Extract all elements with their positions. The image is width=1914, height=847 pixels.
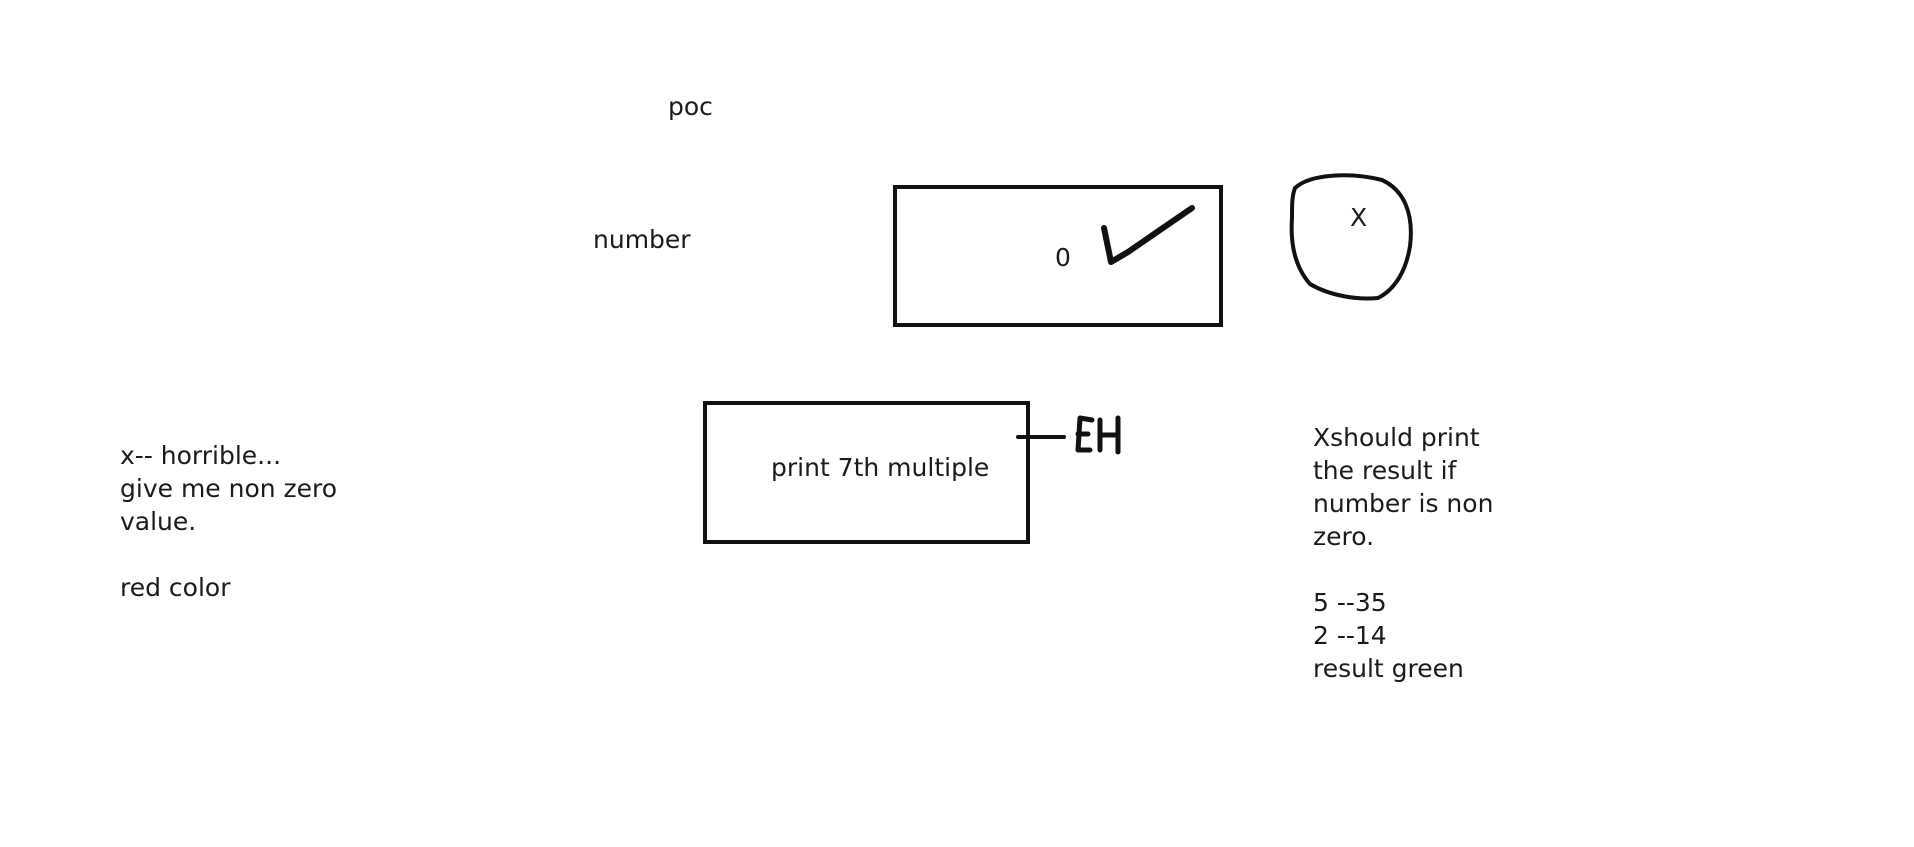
- number-input-value: 0: [1055, 243, 1071, 272]
- error-annotation: x-- horrible... give me non zero value. …: [120, 441, 338, 602]
- circle-x-icon[interactable]: [1289, 173, 1413, 301]
- clear-button-label: X: [1350, 203, 1368, 232]
- number-field-label: number: [593, 225, 691, 254]
- number-input[interactable]: 0: [893, 185, 1223, 327]
- print-7th-multiple-button[interactable]: print 7th multiple: [703, 401, 1030, 544]
- print-button-label: print 7th multiple: [771, 453, 990, 482]
- result-annotation: Xshould print the result if number is no…: [1313, 423, 1494, 683]
- page-title: poc: [668, 92, 713, 121]
- eh-handwritten-label: [1016, 415, 1121, 455]
